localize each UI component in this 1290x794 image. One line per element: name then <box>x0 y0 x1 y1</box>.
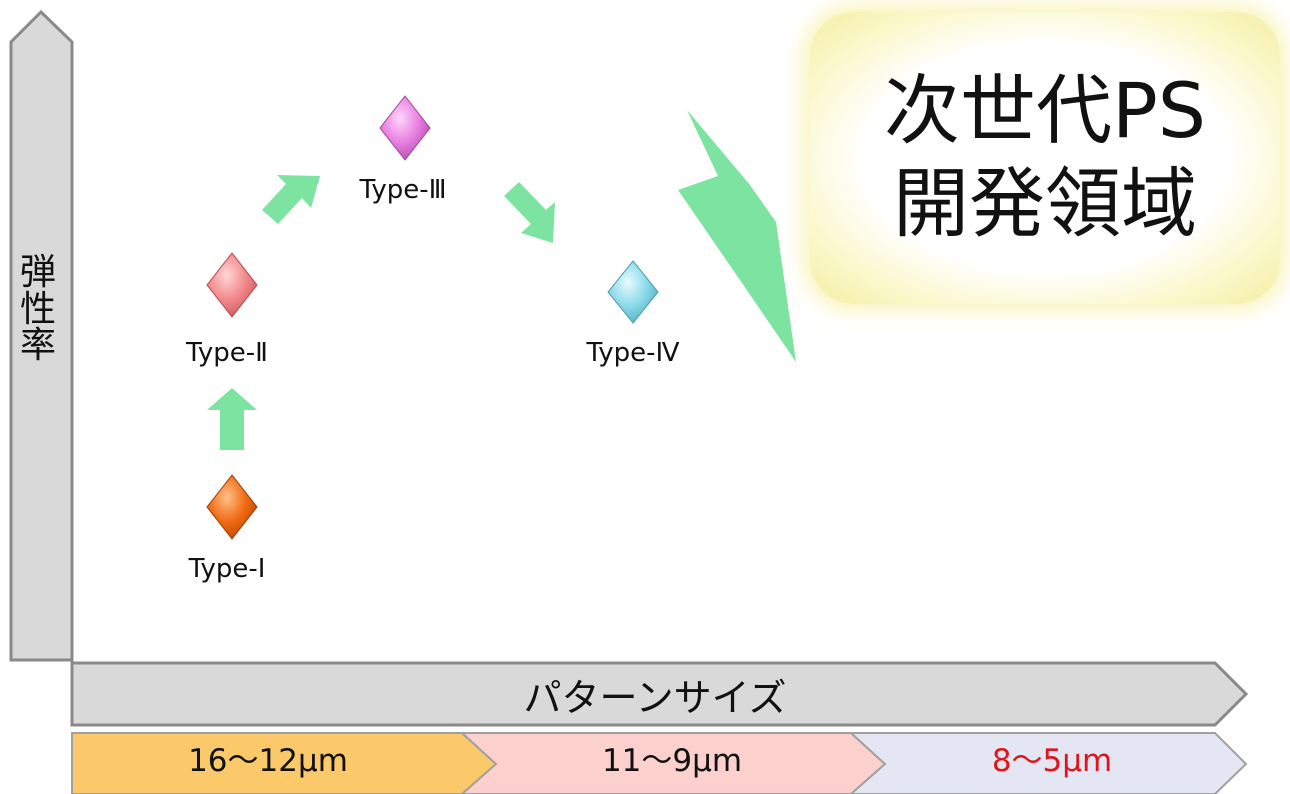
y-axis-arrow <box>9 9 74 662</box>
y-axis-label: 弾 性 率 <box>18 252 58 367</box>
y-axis-label-char: 率 <box>19 325 56 367</box>
type-3-label: Type-Ⅲ <box>359 175 447 205</box>
type-2-label: Type-Ⅱ <box>186 338 268 368</box>
type-1-label: Type-Ⅰ <box>188 554 266 584</box>
size-range-2-label: 11〜9μm <box>601 743 743 779</box>
type-2-diamond <box>206 252 258 318</box>
type-4-diamond <box>607 260 659 324</box>
type-4-label: Type-Ⅳ <box>586 338 680 368</box>
arrow-type3-to-type4 <box>504 182 555 243</box>
size-range-1-label: 16〜12μm <box>188 743 348 779</box>
arrow-type2-to-type3 <box>262 175 320 224</box>
lightning-arrow <box>678 110 796 362</box>
next-gen-callout: 次世代PS 開発領域 <box>810 12 1280 304</box>
x-axis-arrow <box>70 661 1249 727</box>
y-axis-label-char: 弾 <box>19 252 56 293</box>
type-3-diamond <box>379 95 431 161</box>
callout-line-2: 開発領域 <box>893 159 1197 248</box>
range-chevron-3 <box>848 732 1248 794</box>
arrow-type1-to-type2 <box>207 388 257 450</box>
size-range-3-label: 8〜5μm <box>991 743 1113 779</box>
type-1-diamond <box>206 474 258 540</box>
x-axis-label: パターンサイズ <box>523 676 787 720</box>
callout-line-1: 次世代PS <box>883 66 1207 156</box>
y-axis-label-char: 性 <box>19 288 56 330</box>
